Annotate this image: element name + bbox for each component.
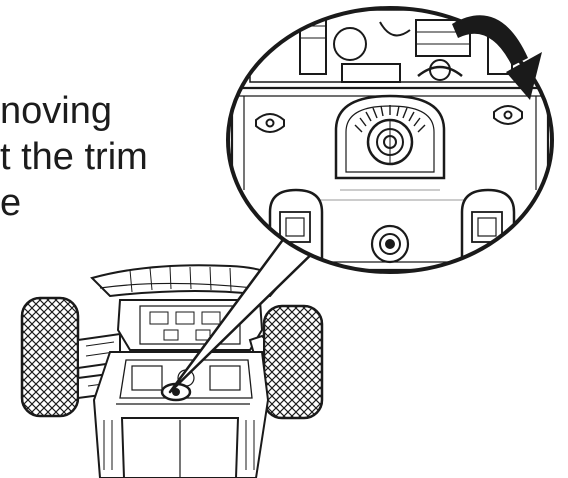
mount-right: [493, 105, 523, 125]
caption-line-3: e: [0, 182, 22, 224]
caption-line-1: noving: [0, 90, 112, 132]
rc-car: [20, 264, 324, 478]
trim-knob-icon: [366, 118, 414, 166]
mount-left: [255, 113, 285, 133]
caption-line-2: t the trim: [0, 136, 148, 178]
left-front-wheel: [20, 296, 80, 418]
instruction-caption: noving t the trim e: [0, 88, 200, 226]
right-front-wheel: [262, 304, 324, 420]
curved-arrow-clockwise-icon: [452, 15, 542, 100]
zoom-detail: [226, 6, 554, 274]
lower-screw: [370, 224, 410, 264]
